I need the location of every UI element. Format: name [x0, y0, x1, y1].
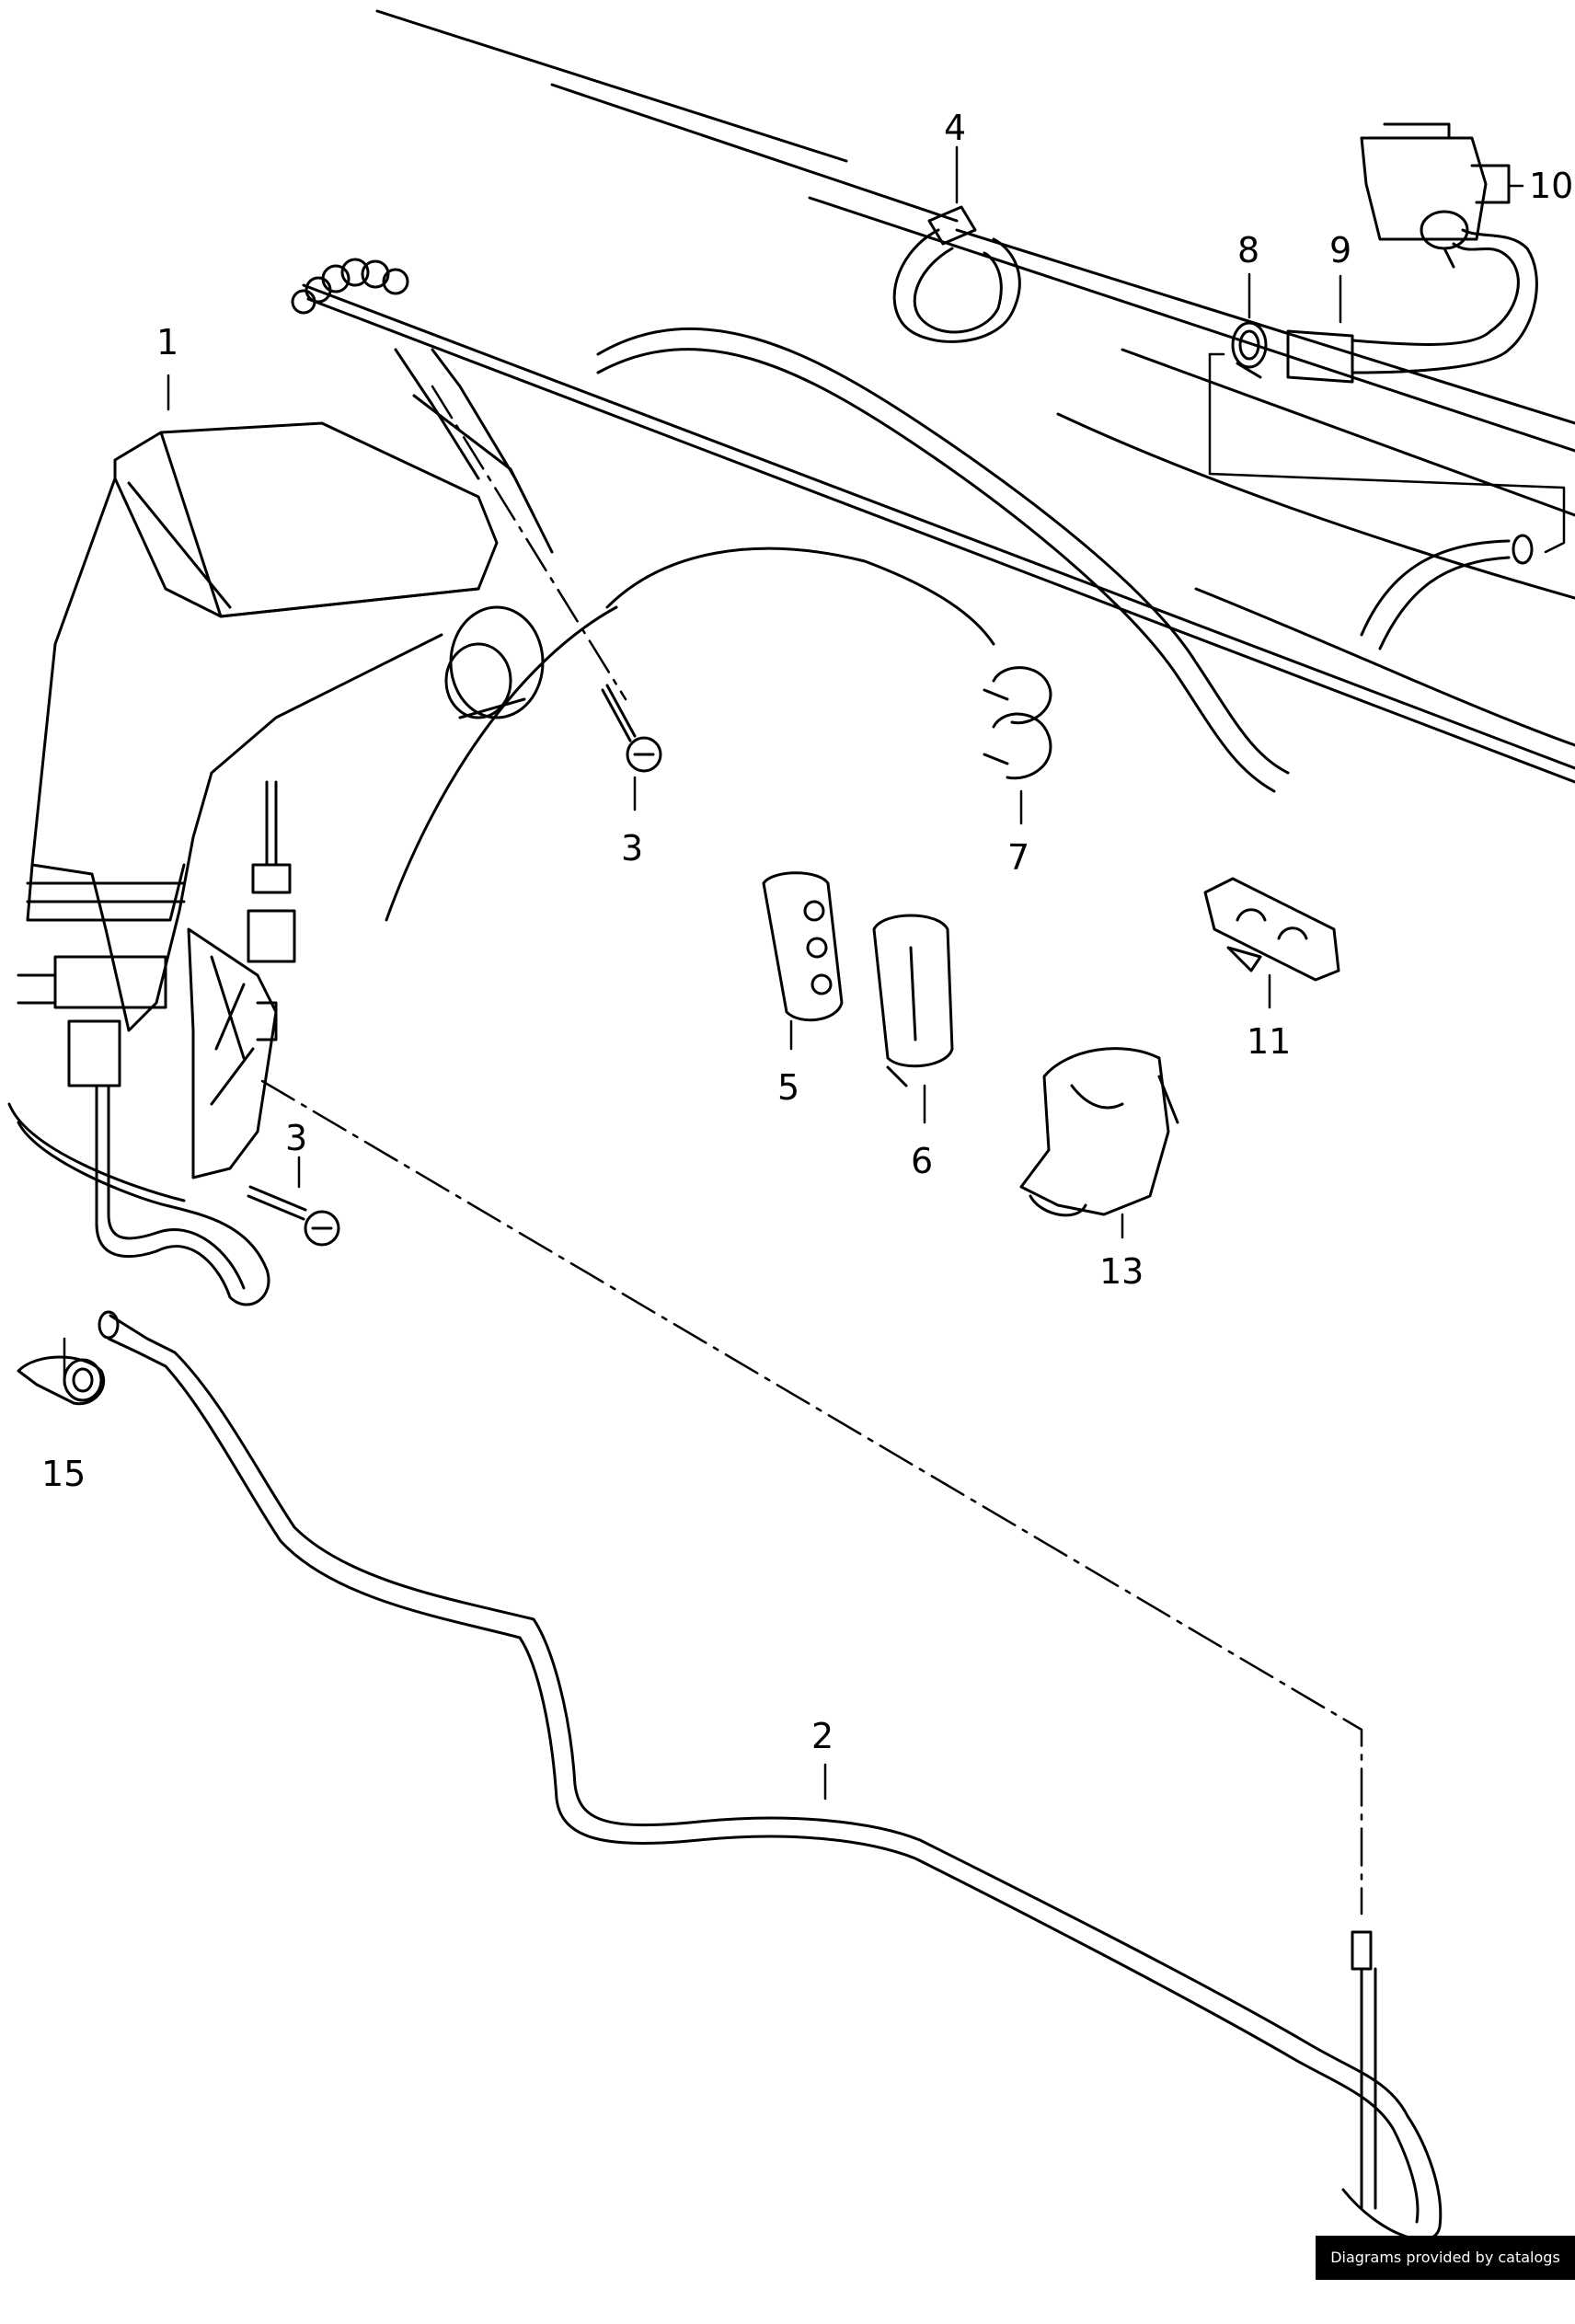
screw-3b [247, 1185, 340, 1247]
hose-9 [1286, 228, 1538, 384]
filler-neck [394, 348, 554, 719]
screw-3a [601, 684, 662, 773]
reservoir-bracket [187, 927, 278, 1179]
callout-3a: 3 [621, 828, 643, 869]
callout-4: 4 [944, 108, 966, 148]
callout-15: 15 [41, 1454, 86, 1494]
double-clip-7 [983, 666, 1052, 780]
washer-reservoir [17, 421, 499, 1087]
clip-6 [872, 914, 954, 1087]
lower-hose-loop [7, 1084, 270, 1306]
holder-11 [1203, 877, 1340, 982]
body-panel-outline [375, 9, 1575, 747]
callout-8: 8 [1237, 230, 1259, 270]
credit-banner: Diagrams provided by catalogs parts [1316, 2236, 1575, 2310]
callout-3b: 3 [285, 1118, 307, 1158]
cable-tie-4 [892, 205, 1021, 343]
washer-hose [98, 1310, 1443, 2241]
hose-loop [385, 327, 1290, 922]
upper-tube [302, 283, 1575, 784]
clip-15 [17, 1355, 106, 1406]
callout-2: 2 [811, 1716, 833, 1756]
callout-7: 7 [1007, 837, 1029, 878]
callout-11: 11 [1247, 1021, 1291, 1062]
callout-13: 13 [1099, 1251, 1144, 1292]
callout-10: 10 [1529, 166, 1573, 206]
washer-pump-10 [1360, 122, 1511, 269]
callout-1: 1 [156, 322, 178, 362]
corrugated-hose [291, 258, 409, 315]
hose-clamp-8 [1231, 321, 1268, 379]
callout-5: 5 [777, 1067, 799, 1108]
holder-13 [1019, 1047, 1179, 1217]
leader-lines [63, 145, 1524, 1801]
callout-6: 6 [911, 1141, 933, 1181]
dash-dot-reference-lines [260, 385, 1363, 1916]
callout-labels: 1 2 3 3 4 5 6 7 8 9 10 11 13 15 [41, 108, 1573, 1756]
callout-9: 9 [1329, 230, 1351, 270]
grommet-5 [762, 871, 844, 1022]
connector-frame [1208, 352, 1566, 554]
pump-wiring [247, 780, 296, 963]
